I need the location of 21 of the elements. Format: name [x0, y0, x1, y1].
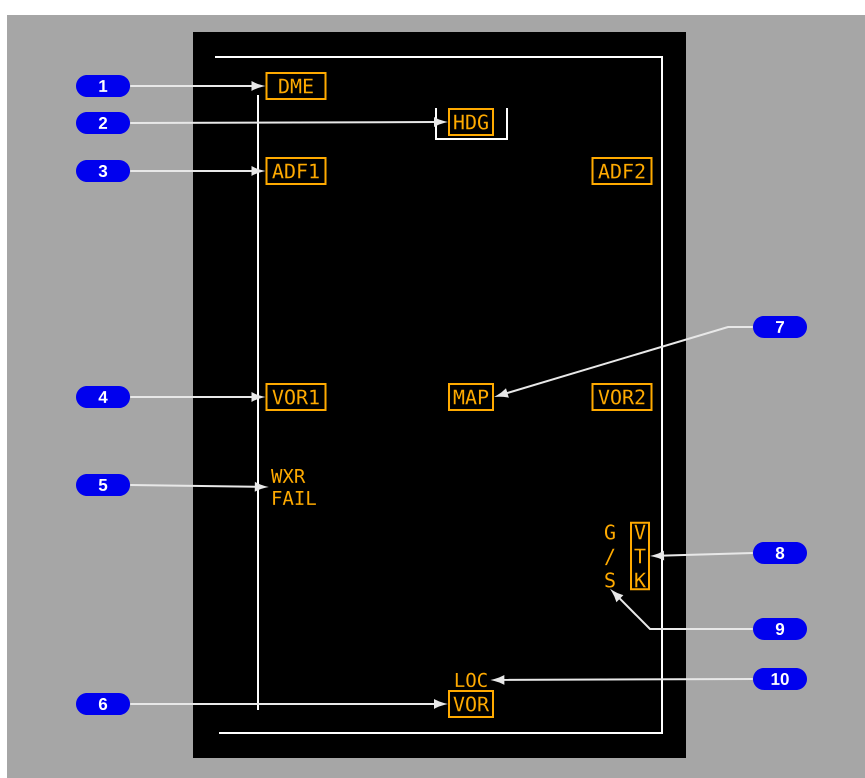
leader-arrow [130, 82, 262, 90]
display-label: VTK [630, 522, 650, 590]
display-label: ADF1 [266, 156, 326, 185]
display-label: DME [266, 72, 326, 100]
leader-arrow [130, 392, 262, 402]
leader-arrow [653, 551, 753, 560]
display-text: LOC [456, 672, 487, 688]
display-label: MAP [448, 382, 494, 411]
leader-arrow [130, 700, 445, 708]
leader-arrow [130, 166, 262, 176]
display-label: VOR [448, 690, 494, 718]
leader-arrow [497, 326, 753, 398]
display-text: WXR FAIL [271, 469, 316, 505]
display-text: G/S [605, 524, 615, 588]
leader-arrow [494, 676, 753, 684]
leader-arrow [612, 590, 753, 630]
display-label: VOR2 [592, 382, 652, 411]
leader-arrow [130, 118, 445, 126]
display-label: HDG [448, 108, 494, 136]
display-label: VOR1 [266, 382, 326, 411]
display-label: ADF2 [592, 156, 652, 185]
